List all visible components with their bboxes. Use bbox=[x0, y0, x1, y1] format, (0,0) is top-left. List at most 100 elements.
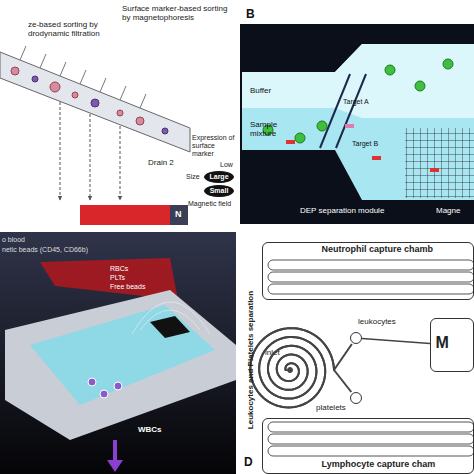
node-outline bbox=[350, 392, 362, 404]
cell bbox=[88, 378, 96, 386]
force-arrow bbox=[60, 102, 61, 200]
inlet-port: inlet bbox=[287, 367, 293, 373]
node-outline bbox=[350, 332, 362, 344]
channel-line bbox=[362, 338, 430, 343]
buffer-lane bbox=[242, 44, 474, 118]
target-label: Target A bbox=[343, 98, 369, 106]
spiral-channel bbox=[250, 328, 351, 407]
electrode bbox=[336, 74, 366, 148]
cell bbox=[114, 382, 122, 390]
node-outline bbox=[287, 367, 293, 373]
filtration-branch bbox=[100, 78, 106, 92]
cell bbox=[136, 117, 144, 125]
axis-title: Expression of surface marker bbox=[192, 134, 238, 158]
field-label: Magnetic field bbox=[188, 200, 231, 208]
field-line bbox=[132, 302, 210, 334]
node-label: platelets bbox=[316, 404, 346, 413]
node-outline bbox=[351, 333, 362, 344]
input-label: netic beads (CD45, CD66b) bbox=[2, 246, 88, 254]
node-label: Large bbox=[204, 171, 234, 183]
filtration-branch bbox=[60, 62, 66, 76]
serpentine-channel bbox=[268, 434, 474, 444]
arrow-head bbox=[107, 460, 123, 472]
serpentine-channel bbox=[268, 272, 474, 282]
outlet-label: Drain 2 bbox=[148, 158, 174, 167]
cell bbox=[91, 99, 99, 107]
callout-text: ze-based sorting by drodynamic filtratio… bbox=[28, 20, 120, 38]
filtration-branch bbox=[40, 54, 46, 68]
target-particle bbox=[372, 156, 381, 160]
waste-label: RBCs bbox=[110, 265, 128, 273]
module-label: DEP separation module bbox=[300, 206, 384, 215]
cell bbox=[32, 76, 38, 82]
node-outline bbox=[288, 368, 293, 373]
magnet bbox=[150, 316, 190, 338]
module-label: Magne bbox=[436, 206, 460, 215]
sample-lane bbox=[242, 44, 474, 200]
magnet-pole bbox=[170, 205, 188, 225]
waste-label: PLTs bbox=[110, 274, 125, 282]
cell bbox=[317, 121, 327, 131]
filtration-branch bbox=[140, 94, 146, 108]
pole-label: N bbox=[175, 209, 182, 219]
callout-text: Surface marker-based sorting by magnetop… bbox=[122, 4, 234, 22]
cell bbox=[385, 65, 395, 75]
filtration-branch bbox=[120, 86, 126, 100]
electrode bbox=[320, 74, 350, 148]
filtration-branch bbox=[80, 70, 86, 84]
axis-title: Size bbox=[186, 173, 200, 181]
section-title: Leukocytes and Platelets separation bbox=[246, 291, 255, 429]
node-label: Neutrophil capture chamb bbox=[322, 245, 434, 255]
target-particle bbox=[345, 124, 354, 128]
node-label: Small bbox=[204, 185, 234, 197]
target-label: Target B bbox=[352, 140, 378, 148]
filtration-branch bbox=[20, 46, 26, 60]
waste-label: Free beads bbox=[110, 283, 145, 291]
field-line bbox=[140, 310, 200, 330]
serpentine-channel bbox=[268, 422, 474, 432]
microchannel bbox=[0, 52, 190, 152]
force-arrow bbox=[90, 114, 91, 200]
cell bbox=[117, 110, 123, 116]
panel-background bbox=[0, 232, 236, 474]
node-outline bbox=[351, 393, 362, 404]
magnetic-grid bbox=[405, 128, 474, 198]
input-label: o blood bbox=[2, 236, 25, 244]
cell bbox=[162, 128, 168, 134]
size-ellipse: Small bbox=[204, 185, 234, 197]
axis-value: Low bbox=[220, 161, 233, 169]
capture-chamber: Lymphocyte capture cham bbox=[262, 418, 474, 474]
panel-letter: B bbox=[246, 8, 255, 22]
cell bbox=[11, 67, 19, 75]
spiral-channel bbox=[250, 328, 351, 407]
outlet-port: leukocytes bbox=[350, 332, 362, 344]
size-ellipse: Large bbox=[204, 171, 234, 183]
node-label: inlet bbox=[265, 349, 280, 358]
cell bbox=[443, 59, 453, 69]
output-label: WBCs bbox=[138, 425, 162, 434]
capture-chamber: Neutrophil capture chamb bbox=[262, 242, 474, 300]
cell bbox=[415, 81, 425, 91]
chamber-box: M bbox=[430, 318, 474, 372]
cell bbox=[100, 390, 108, 398]
cell bbox=[295, 133, 305, 143]
serpentine-channel bbox=[268, 260, 474, 270]
stream-label: Buffer bbox=[250, 86, 271, 95]
panel-background bbox=[240, 24, 474, 224]
target-particle bbox=[286, 140, 295, 144]
node-label: M bbox=[436, 334, 449, 352]
output-arrow bbox=[113, 440, 117, 462]
panel-letter: D bbox=[244, 456, 253, 470]
stream-label: Sample mixture bbox=[250, 120, 290, 138]
magnet bbox=[80, 205, 170, 225]
chip bbox=[5, 290, 236, 440]
serpentine-channel bbox=[268, 284, 474, 294]
force-arrow bbox=[120, 126, 121, 200]
outlet-port: platelets bbox=[350, 392, 362, 404]
target-particle bbox=[430, 168, 439, 172]
node-label: leukocytes bbox=[358, 318, 396, 327]
node-outline bbox=[205, 186, 234, 197]
